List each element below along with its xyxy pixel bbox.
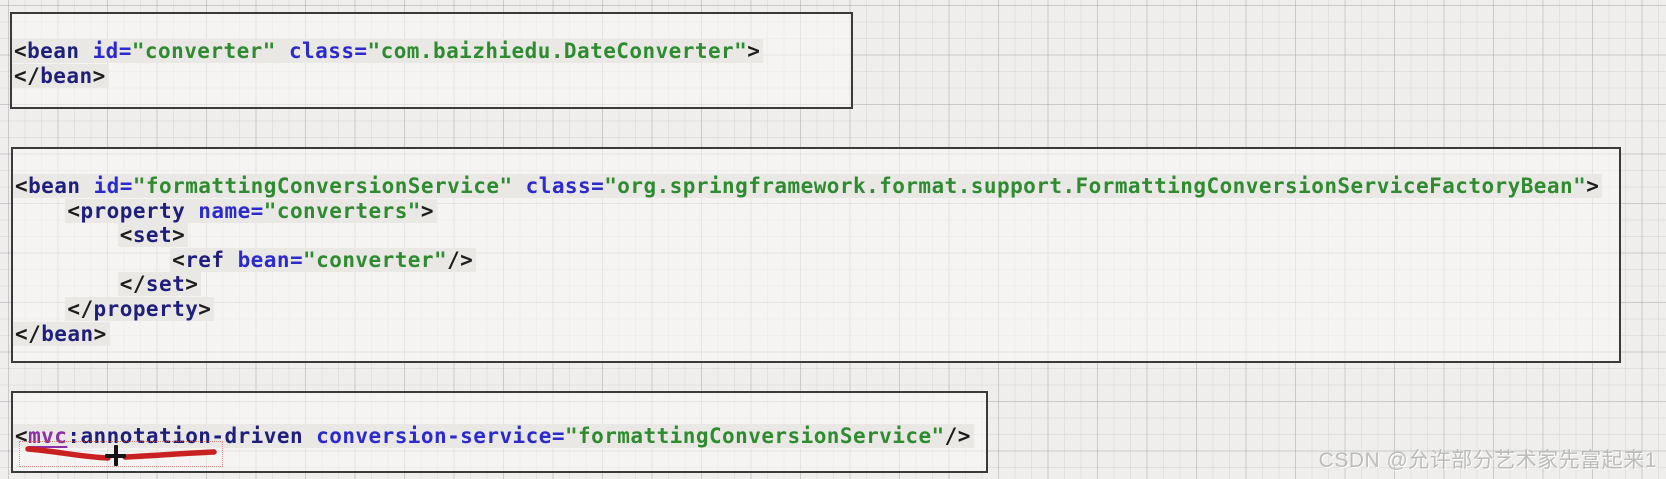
code-token: mvc bbox=[28, 424, 68, 448]
code-line-highlight: </property> bbox=[65, 296, 215, 321]
code-line: <property name="converters"> bbox=[13, 198, 1619, 224]
code-box-mvc-annotation-driven[interactable]: <mvc:annotation-driven conversion-servic… bbox=[11, 391, 988, 473]
code-line: <bean id="converter" class="com.baizhied… bbox=[12, 39, 851, 64]
code-line-highlight: <ref bean="converter"/> bbox=[170, 247, 477, 272]
code-token: "com.baizhiedu.DateConverter" bbox=[367, 39, 748, 63]
code-token: bean bbox=[40, 63, 93, 88]
code-token: "formattingConversionService" bbox=[132, 174, 513, 198]
code-token: class= bbox=[288, 39, 368, 63]
code-line: </bean> bbox=[13, 321, 1619, 347]
code-token: < bbox=[15, 424, 29, 448]
code-line-highlight: </bean> bbox=[12, 63, 109, 88]
code-line-highlight: <bean id="converter" class="com.baizhied… bbox=[12, 39, 764, 63]
code-line-highlight: <bean id="formattingConversionService" c… bbox=[13, 174, 1603, 198]
code-line-highlight: <property name="converters"> bbox=[65, 198, 437, 223]
code-token: bean= bbox=[237, 247, 304, 272]
code-line: <mvc:annotation-driven conversion-servic… bbox=[13, 424, 986, 449]
code-token bbox=[513, 174, 526, 198]
code-line: <set> bbox=[13, 223, 1619, 248]
code-token: set bbox=[145, 272, 186, 297]
code-line: </property> bbox=[13, 296, 1619, 322]
annotation-selection-rect[interactable] bbox=[19, 441, 223, 467]
code-token: > bbox=[92, 63, 106, 88]
code-block: <bean id="converter" class="com.baizhied… bbox=[12, 39, 851, 88]
code-token: bean bbox=[41, 321, 94, 346]
code-token bbox=[185, 199, 198, 223]
code-token: "org.springframework.format.support.Form… bbox=[604, 174, 1587, 198]
code-token: </ bbox=[15, 321, 42, 346]
code-token bbox=[80, 174, 93, 198]
code-token: "formattingConversionService" bbox=[564, 424, 945, 448]
code-token: > bbox=[420, 198, 434, 223]
code-token: < bbox=[119, 223, 133, 248]
code-line-highlight: <set> bbox=[117, 223, 189, 248]
code-token: :annotation-driven bbox=[67, 424, 304, 448]
code-token: ref bbox=[185, 247, 225, 272]
code-token: </ bbox=[14, 63, 41, 88]
code-token: > bbox=[185, 272, 199, 297]
code-token: property bbox=[80, 198, 186, 223]
code-token: bean bbox=[27, 39, 80, 63]
code-token: property bbox=[93, 296, 199, 321]
code-line-highlight: </bean> bbox=[13, 321, 110, 346]
code-token: /> bbox=[944, 424, 971, 448]
code-box-formatting-conversion-service[interactable]: <bean id="formattingConversionService" c… bbox=[11, 147, 1621, 363]
code-token: > bbox=[747, 39, 761, 63]
csdn-watermark: CSDN @允许部分艺术家先富起来1 bbox=[1318, 449, 1657, 472]
code-token: "converter" bbox=[131, 39, 276, 63]
code-token: bean bbox=[28, 174, 81, 198]
code-token: conversion-service= bbox=[316, 424, 565, 448]
code-token: </ bbox=[67, 296, 94, 321]
code-line: </bean> bbox=[12, 63, 851, 89]
code-token: set bbox=[132, 223, 173, 248]
code-line: <ref bean="converter"/> bbox=[13, 247, 1619, 273]
code-token: id= bbox=[93, 174, 133, 198]
code-block: <mvc:annotation-driven conversion-servic… bbox=[13, 424, 986, 449]
code-token: > bbox=[172, 223, 186, 248]
code-token: > bbox=[198, 296, 212, 321]
code-token: name= bbox=[198, 198, 264, 223]
code-token: < bbox=[172, 247, 186, 272]
code-token: </ bbox=[119, 272, 146, 297]
code-line-highlight: </set> bbox=[117, 272, 202, 297]
code-token: < bbox=[15, 174, 29, 198]
code-line: <bean id="formattingConversionService" c… bbox=[13, 174, 1619, 199]
code-token: < bbox=[14, 39, 28, 63]
code-token bbox=[303, 424, 316, 448]
code-token bbox=[79, 39, 92, 63]
code-line: </set> bbox=[13, 272, 1619, 297]
crosshair-move-cursor bbox=[105, 445, 126, 466]
crosshair-vertical-bar bbox=[113, 445, 118, 466]
code-token: "converter" bbox=[303, 247, 448, 272]
code-token: < bbox=[67, 198, 81, 223]
code-token: /> bbox=[447, 247, 474, 272]
code-token: id= bbox=[92, 39, 132, 63]
code-box-bean-converter[interactable]: <bean id="converter" class="com.baizhied… bbox=[10, 12, 853, 109]
code-line-highlight: <mvc:annotation-driven conversion-servic… bbox=[13, 424, 974, 448]
code-token: > bbox=[1586, 174, 1600, 198]
red-underline-scribble[interactable] bbox=[20, 442, 224, 468]
code-token bbox=[224, 248, 237, 272]
code-token: "converters" bbox=[263, 198, 421, 223]
code-token bbox=[276, 39, 289, 63]
code-block: <bean id="formattingConversionService" c… bbox=[13, 174, 1619, 346]
code-token: > bbox=[93, 321, 107, 346]
code-token: class= bbox=[525, 174, 605, 198]
